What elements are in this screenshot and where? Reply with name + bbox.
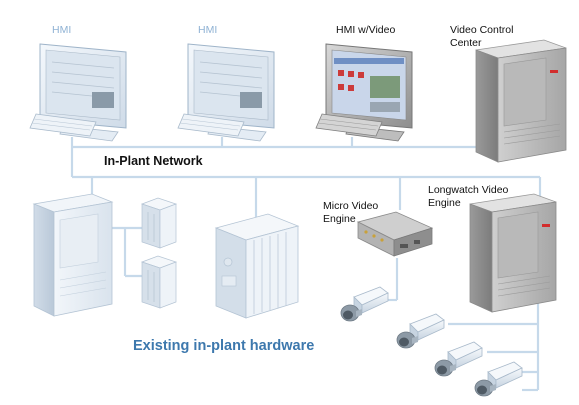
micro-video-engine-label: Micro Video Engine [323,200,379,225]
hmi-label-2: HMI [198,24,218,36]
camera-longwatch-2 [434,341,483,377]
camera-longwatch-3 [474,361,523,397]
longwatch-video-engine-server [469,193,557,313]
hmi-monitor-1 [29,43,127,142]
hmi-monitor-2 [177,43,275,142]
io-module-bottom [140,255,178,309]
longwatch-video-engine-label: Longwatch Video Engine [428,184,509,209]
camera-longwatch-1 [396,313,445,349]
io-module-top [140,197,178,249]
hmi-video-monitor [315,43,413,142]
camera-micro-engine [340,286,389,322]
micro-video-engine-box [356,211,434,257]
hmi-video-label: HMI w/Video [336,24,396,36]
video-control-center-label: Video Control Center [450,24,514,49]
video-control-center-server [475,39,567,163]
plc-rack [214,213,300,319]
in-plant-network-label: In-Plant Network [104,154,203,168]
existing-hardware-caption: Existing in-plant hardware [133,338,315,354]
existing-server [32,193,114,317]
hmi-label-1: HMI [52,24,72,36]
